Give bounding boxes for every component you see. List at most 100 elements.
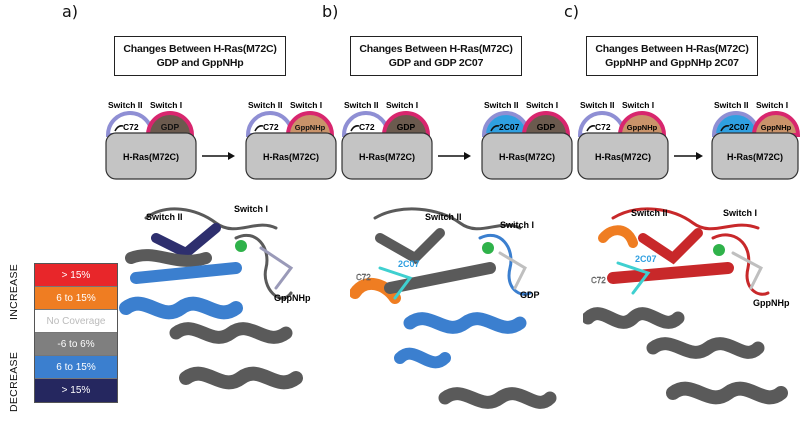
panel-b-schematic: Switch II Switch I C72 GDP H-Ras(M72C) S… [341,100,573,180]
switch1-lobe [751,111,800,137]
helix-gray-left [583,307,685,329]
protein-label: H-Ras(M72C) [595,152,651,162]
decrease-label: DECREASE [8,351,20,412]
beta-sheet [125,249,212,267]
c72-hook-icon [720,125,730,132]
switch2-orange [598,225,638,248]
c72-hook-icon [490,125,500,132]
panel-c-title-line2: GppNHP and GppNHp 2C07 [605,57,739,69]
residue-label: C72 [263,122,279,132]
helix-gray-bottom [666,381,788,405]
protein-body [481,132,573,180]
structure-switch1-label: Switch I [723,208,757,218]
switch1-lobe [521,111,571,137]
switch2-label: Switch II [344,100,378,110]
switch1-loop-red [711,233,770,296]
panel-a-schematic: Switch II Switch I C72 GDP H-Ras(M72C) S… [105,100,337,180]
increase-label: INCREASE [8,263,20,320]
protein-label: H-Ras(M72C) [123,152,179,162]
loop-backbone-red [611,207,760,231]
switch1-lobe [285,111,335,137]
helix-gray-bottom [179,366,303,390]
switch2-label: Switch II [484,100,518,110]
panel-letter-a: a) [62,2,79,21]
color-legend: > 15% 6 to 15% No Coverage -6 to 6% 6 to… [34,263,118,403]
panel-b-title-line1: Changes Between H-Ras(M72C) [359,43,513,55]
panel-a-state-after: Switch II Switch I C72 GppNHp H-Ras(M72C… [245,100,337,180]
switch1-label: Switch I [290,100,322,110]
panel-a-title-line2: GDP and GppNHp [156,57,244,69]
structure-compound-label: 2C07 [398,259,420,269]
structure-switch1-label: Switch I [500,220,534,230]
nucleotide-label: GppNHp [295,123,326,132]
switch1-loop [234,233,293,300]
c72-hook-icon [586,125,596,132]
legend-item-increase-high: > 15% [35,264,117,287]
magnesium-ion-icon [482,242,494,254]
panel-c-title-line1: Changes Between H-Ras(M72C) [595,43,749,55]
panel-c-state-after: Switch II Switch I 2C07 GppNHp H-Ras(M72… [711,100,800,180]
panel-c-state-before: Switch II Switch I C72 GppNHp H-Ras(M72C… [577,100,669,180]
helix-blue-mid [403,312,527,334]
c72-hook-icon [350,125,360,132]
helix-orange [350,278,401,304]
panel-c-schematic: Switch II Switch I C72 GppNHp H-Ras(M72C… [577,100,800,180]
beta-strand-gray [375,228,445,265]
structure-residue-label: C72 [591,276,606,285]
panel-a-state-before: Switch II Switch I C72 GDP H-Ras(M72C) [105,100,197,180]
structure-residue-label: C72 [356,273,371,282]
beta-strand-blue [130,262,242,284]
legend-item-neutral: -6 to 6% [35,333,117,356]
residue-label: C72 [123,122,139,132]
protein-label: H-Ras(M72C) [727,152,783,162]
arrow-head-icon [228,152,235,160]
protein-label: H-Ras(M72C) [263,152,319,162]
structure-switch2-label: Switch II [146,212,183,222]
switch2-label: Switch II [248,100,282,110]
residue-label: C72 [595,122,611,132]
nucleotide-label: GDP [537,122,556,132]
structure-compound-label: 2C07 [635,254,657,264]
structure-ligand-label: GppNHp [274,293,311,303]
magnesium-ion-icon [713,244,725,256]
switch1-lobe [381,111,431,137]
panel-b-state-after: Switch II Switch I 2C07 GDP H-Ras(M72C) [481,100,573,180]
c72-hook-icon [114,125,124,132]
ligand-sticks [731,251,763,290]
legend-item-increase-mid: 6 to 15% [35,287,117,310]
nucleotide-label: GppNHp [627,123,658,132]
switch1-label: Switch I [756,100,788,110]
switch1-label: Switch I [150,100,182,110]
protein-body [341,132,433,180]
arrow-head-icon [696,152,703,160]
protein-body [245,132,337,180]
residue-label: C72 [359,122,375,132]
loop-backbone [373,207,522,231]
panel-c-structure: Switch II Switch I GppNHp 2C07 C72 [583,207,790,405]
structure-switch2-label: Switch II [425,212,462,222]
switch1-label: Switch I [386,100,418,110]
switch1-label: Switch I [526,100,558,110]
beta-sheet-red [607,262,734,284]
switch2-label: Switch II [108,100,142,110]
switch2-beta-strand [151,223,221,259]
helix-blue-low [394,347,451,369]
switch1-lobe [145,111,195,137]
switch2-label: Switch II [714,100,748,110]
ligand-sticks [498,251,527,290]
compound-label: 2C07 [499,122,520,132]
panel-a-title: Changes Between H-Ras(M72C) GDP and GppN… [114,36,286,76]
magnesium-ion-icon [235,240,247,252]
switch2-red [638,228,703,265]
protein-body [577,132,669,180]
helix-gray-bottom [438,387,557,409]
panel-a-structure: Switch II Switch I GppNHp [119,204,311,390]
panel-b-state-before: Switch II Switch I C72 GDP H-Ras(M72C) [341,100,433,180]
compound-sticks [616,261,651,295]
structure-ligand-label: GppNHp [753,298,790,308]
panel-letter-b: b) [322,2,339,21]
panel-c-title: Changes Between H-Ras(M72C) GppNHP and G… [586,36,758,76]
protein-body [105,132,197,180]
panel-b-title: Changes Between H-Ras(M72C) GDP and GDP … [350,36,522,76]
switch1-loop [478,233,532,296]
